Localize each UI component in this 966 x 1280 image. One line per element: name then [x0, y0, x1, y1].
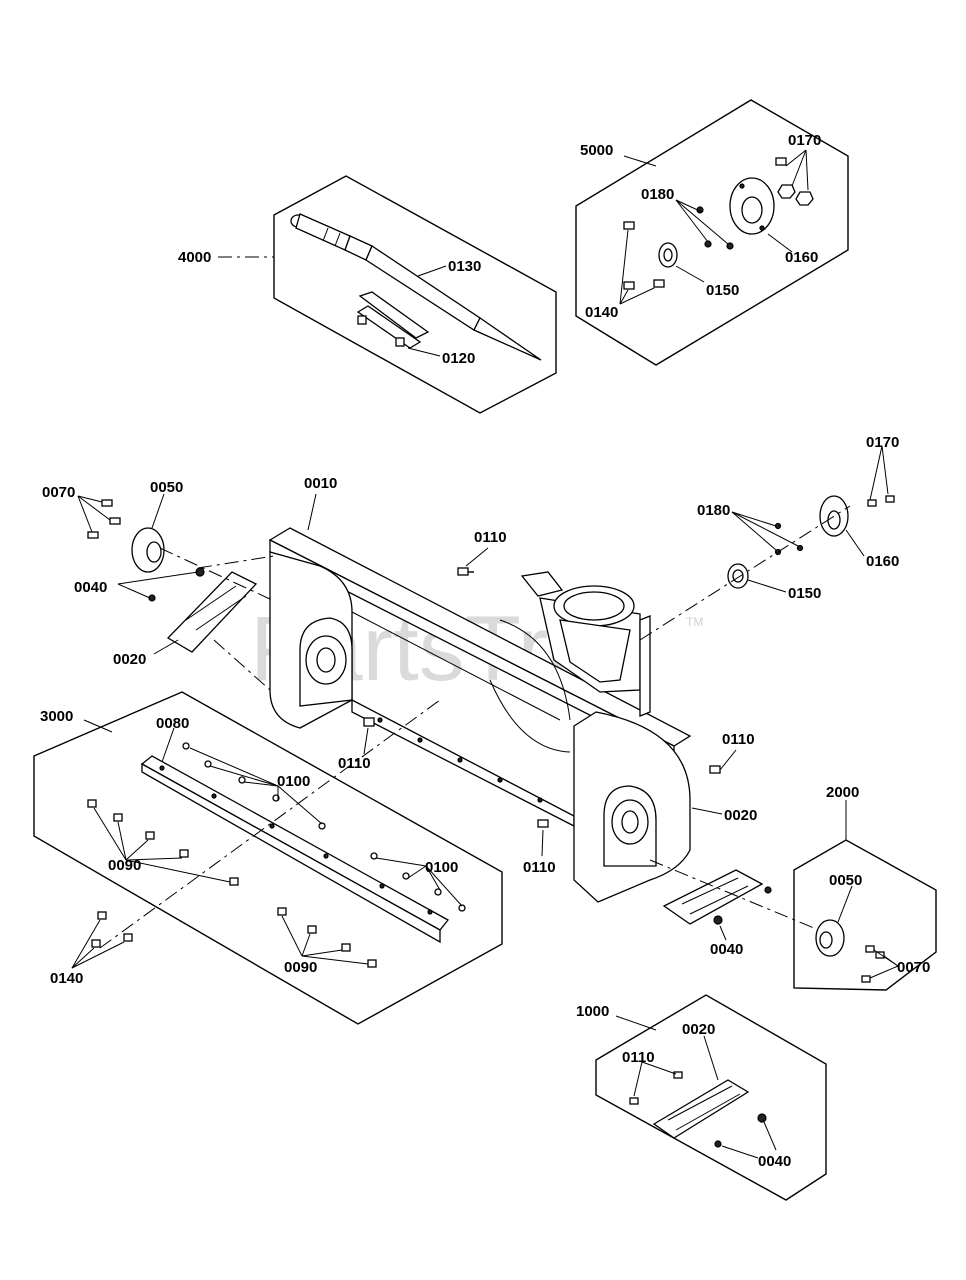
discharge-chute: [520, 571, 651, 717]
label-0020-right: 0020: [724, 807, 757, 824]
shaft-part-0130: [290, 213, 542, 361]
label-0020-left: 0020: [113, 651, 146, 668]
label-0160-top: 0160: [785, 249, 818, 266]
label-0140-lower: 0140: [50, 970, 83, 987]
right-flange-group: [639, 445, 895, 641]
label-0170-right: 0170: [866, 434, 899, 451]
kit-5000-box: [575, 99, 849, 366]
label-3000: 3000: [40, 708, 73, 725]
label-0130: 0130: [448, 258, 481, 275]
label-0090-upper: 0090: [108, 857, 141, 874]
bolts-part-0140-left: [91, 911, 133, 948]
label-0110-kit: 0110: [622, 1049, 655, 1066]
label-0150-right: 0150: [788, 585, 821, 602]
label-5000: 5000: [580, 142, 613, 159]
bolt-part-0110-low: [537, 819, 549, 857]
bolt-part-0110-mid: [363, 717, 375, 755]
label-1000: 1000: [576, 1003, 609, 1020]
bracket-part-0120: [356, 291, 430, 349]
label-0110-right: 0110: [722, 731, 755, 748]
label-4000: 4000: [178, 249, 211, 266]
label-0070-right: 0070: [897, 959, 930, 976]
label-0150-top: 0150: [706, 282, 739, 299]
watermark-tm: TM: [686, 615, 703, 629]
kit-4000-box: [218, 175, 557, 414]
scraper-bar-part-0080: [140, 755, 449, 944]
kit-1000-box: [595, 994, 827, 1201]
label-2000: 2000: [826, 784, 859, 801]
nuts-part-0180: [696, 206, 734, 250]
label-0070-left: 0070: [42, 484, 75, 501]
label-0040-kit: 0040: [758, 1153, 791, 1170]
screws-part-0170: [775, 157, 814, 206]
bolts-part-0090: [87, 799, 377, 968]
bearing-part-0150: [658, 242, 678, 268]
auger-housing-part-0010: [268, 527, 692, 903]
label-0100-lower: 0100: [425, 859, 458, 876]
label-0140-top: 0140: [585, 304, 618, 321]
flange-part-0160: [729, 177, 775, 235]
label-0040-left: 0040: [74, 579, 107, 596]
label-0180-right: 0180: [697, 502, 730, 519]
label-0110-mid: 0110: [338, 755, 371, 772]
kit-2000-box: [793, 800, 937, 991]
label-0110-low: 0110: [523, 859, 556, 876]
bolts-part-0140: [623, 221, 665, 290]
label-0170-top: 0170: [788, 132, 821, 149]
label-0050-left: 0050: [150, 479, 183, 496]
label-0110-top: 0110: [474, 529, 507, 546]
label-0050-right: 0050: [829, 872, 862, 889]
left-flange-group: [77, 493, 275, 691]
kit-3000-box: [33, 691, 503, 1025]
label-0010: 0010: [304, 475, 337, 492]
label-0100-upper: 0100: [277, 773, 310, 790]
label-0090-lower: 0090: [284, 959, 317, 976]
label-0080: 0080: [156, 715, 189, 732]
bracket-part-0020-kit: [652, 1079, 750, 1139]
bolt-part-0110-top: [457, 567, 474, 576]
label-0160-right: 0160: [866, 553, 899, 570]
label-0180-top: 0180: [641, 186, 674, 203]
label-0040-right: 0040: [710, 941, 743, 958]
bolt-part-0110-right: [709, 749, 737, 774]
bracket-part-0020-right: [649, 859, 815, 941]
label-0020-kit: 0020: [682, 1021, 715, 1038]
label-0120: 0120: [442, 350, 475, 367]
